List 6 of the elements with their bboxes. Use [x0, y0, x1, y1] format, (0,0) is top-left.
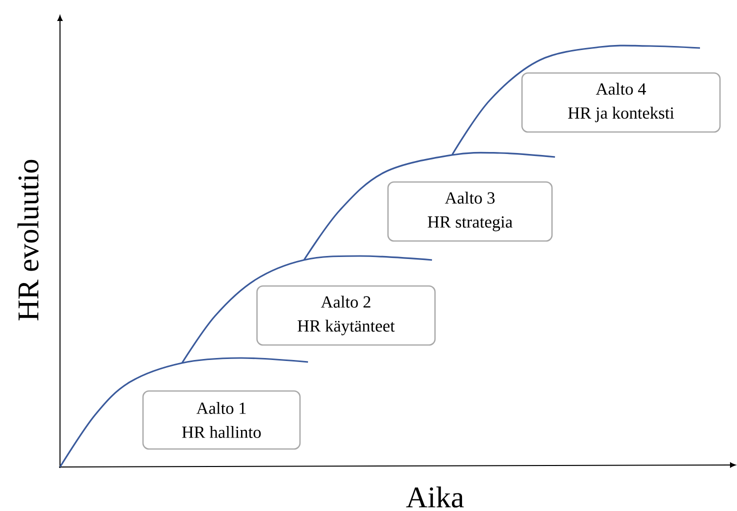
axis-label: HR evoluutio	[17, 160, 39, 320]
wave-box: Aalto 2 HR käytänteet	[256, 285, 436, 346]
wave-box: Aalto 4 HR ja konteksti	[521, 72, 721, 133]
axis-label: Aika	[406, 486, 464, 508]
wave-box: Aalto 1 HR hallinto	[142, 390, 301, 450]
wave-box: Aalto 3 HR strategia	[387, 181, 553, 242]
